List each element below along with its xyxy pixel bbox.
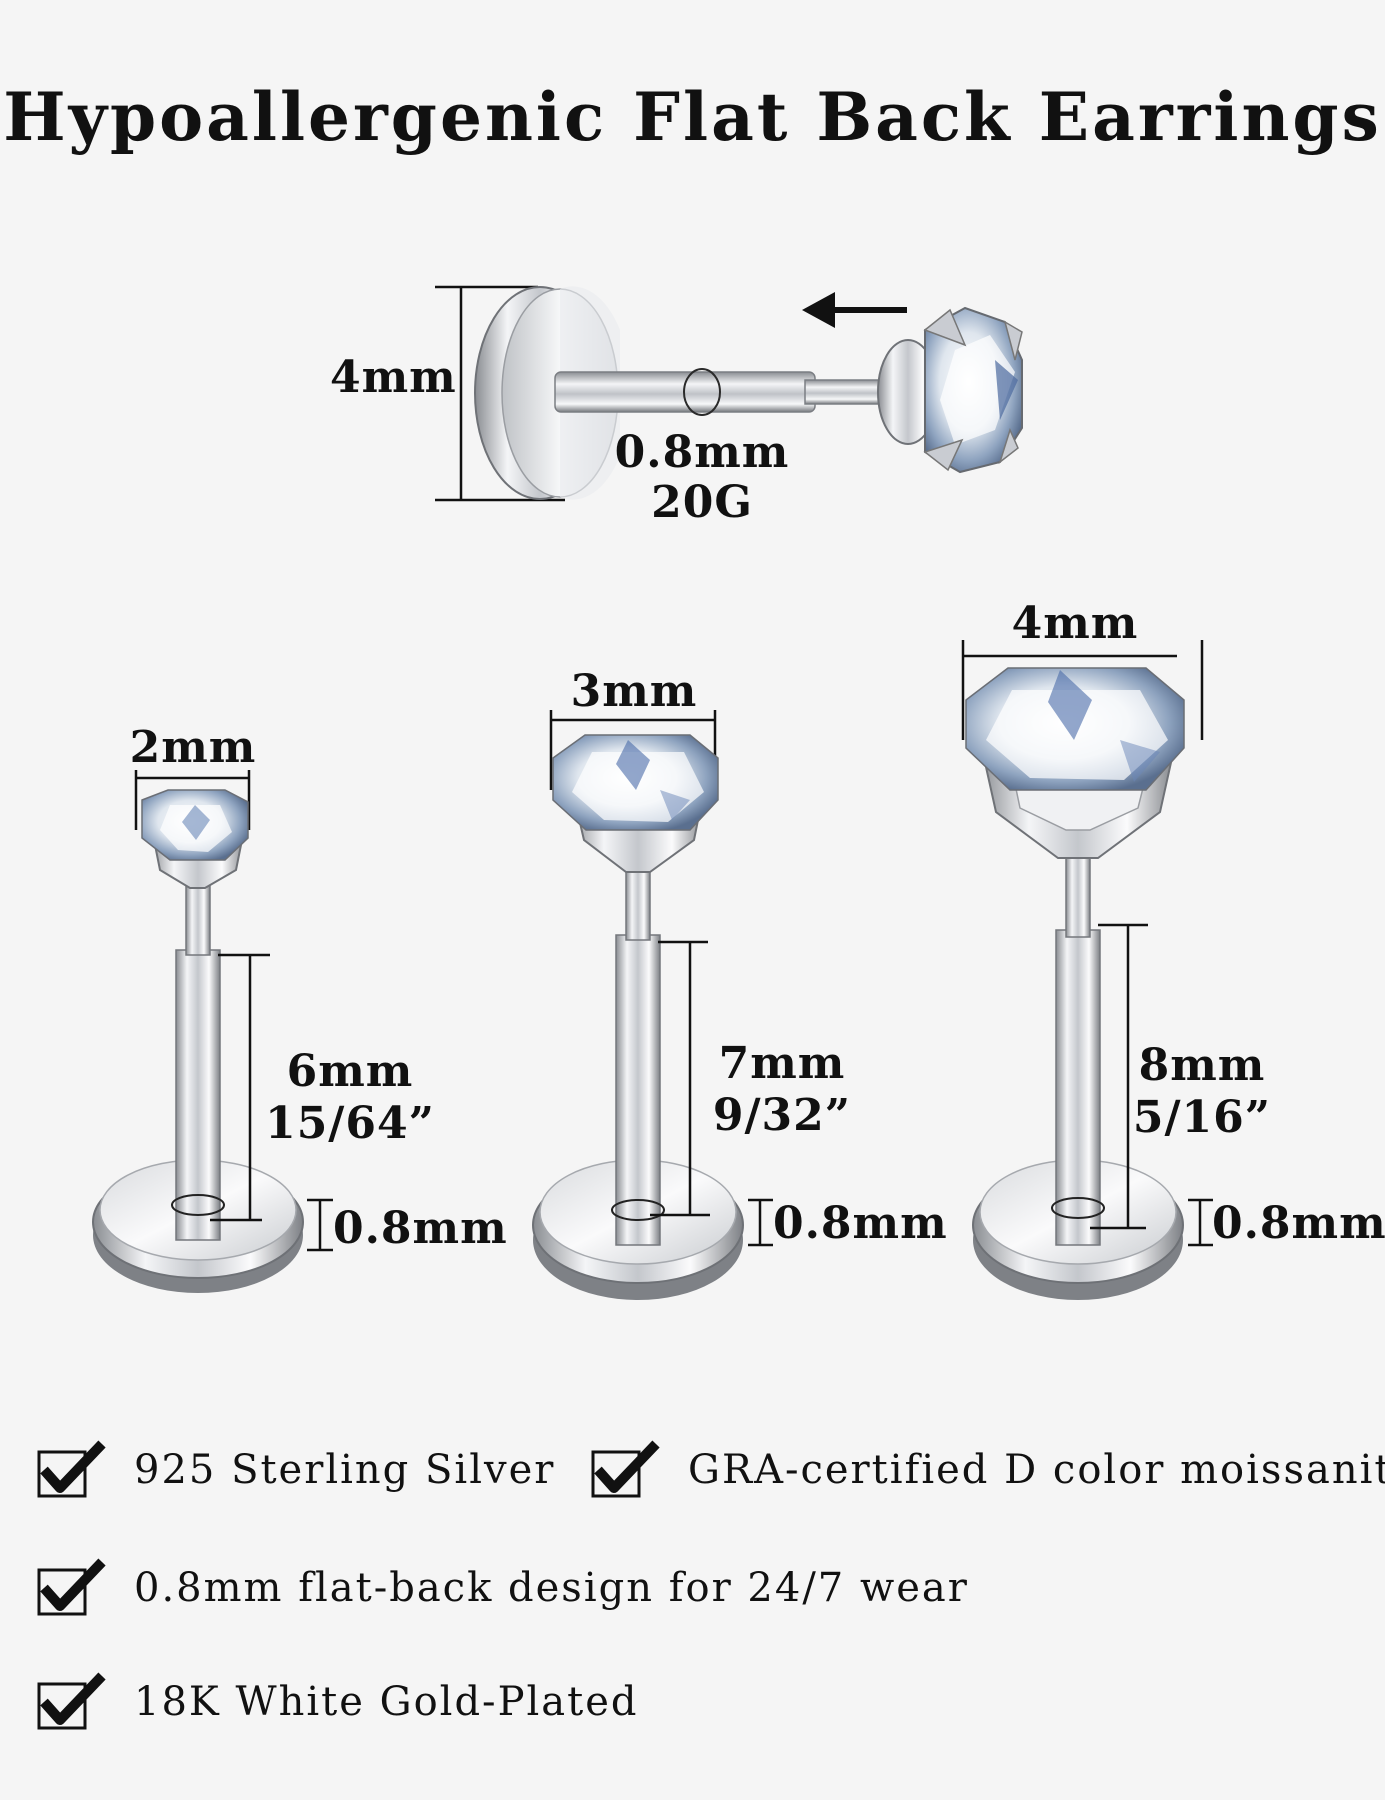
arrow-left-icon <box>802 292 907 328</box>
side-gem-head-icon <box>877 306 1023 474</box>
post-length-mm-label: 6mm <box>287 1046 414 1097</box>
checkbox-check-icon <box>36 1672 110 1732</box>
checkbox-check-icon <box>36 1440 110 1500</box>
gauge-label: 20G <box>651 477 753 528</box>
post-length-in-label: 15/64” <box>265 1098 435 1149</box>
feature-sterling-silver: 925 Sterling Silver <box>36 1440 555 1500</box>
checkbox-check-icon <box>36 1558 110 1618</box>
feature-white-gold: 18K White Gold-Plated <box>36 1672 638 1732</box>
feature-text: 18K White Gold-Plated <box>134 1679 639 1725</box>
stone-size-label: 2mm <box>130 722 257 773</box>
disc-thickness-label: 0.8mm <box>773 1198 948 1249</box>
post-length-in-label: 9/32” <box>713 1090 851 1141</box>
stud-3mm: 3mm 7mm 9/32” 0.8mm <box>532 666 948 1300</box>
disc-thickness-label: 0.8mm <box>333 1203 508 1254</box>
post-diameter-label: 0.8mm <box>615 427 790 478</box>
post-length-mm-label: 7mm <box>719 1038 846 1089</box>
page-title: Hypoallergenic Flat Back Earrings <box>3 78 1382 156</box>
post-length-mm-label: 8mm <box>1139 1040 1266 1091</box>
disc-thickness-label: 0.8mm <box>1212 1198 1385 1249</box>
checkbox-check-icon <box>590 1440 664 1500</box>
feature-moissanite: GRA-certified D color moissanite. <box>590 1440 1385 1500</box>
stone-size-label: 4mm <box>1012 598 1139 649</box>
disc-height-label: 4mm <box>330 352 457 403</box>
stone-size-label: 3mm <box>571 666 698 717</box>
post-length-in-label: 5/16” <box>1133 1092 1271 1143</box>
feature-text: 0.8mm flat-back design for 24/7 wear <box>134 1565 969 1611</box>
feature-text: 925 Sterling Silver <box>134 1447 556 1493</box>
side-view-diagram: 4mm 0.8mm 20G <box>330 285 1023 528</box>
feature-flat-back: 0.8mm flat-back design for 24/7 wear <box>36 1558 969 1618</box>
stud-4mm: 4mm 8mm 5/16” 0.8mm <box>961 598 1385 1300</box>
stud-2mm: 2mm 6mm 15/64” 0.8mm <box>92 722 508 1293</box>
feature-text: GRA-certified D color moissanite. <box>688 1447 1385 1493</box>
